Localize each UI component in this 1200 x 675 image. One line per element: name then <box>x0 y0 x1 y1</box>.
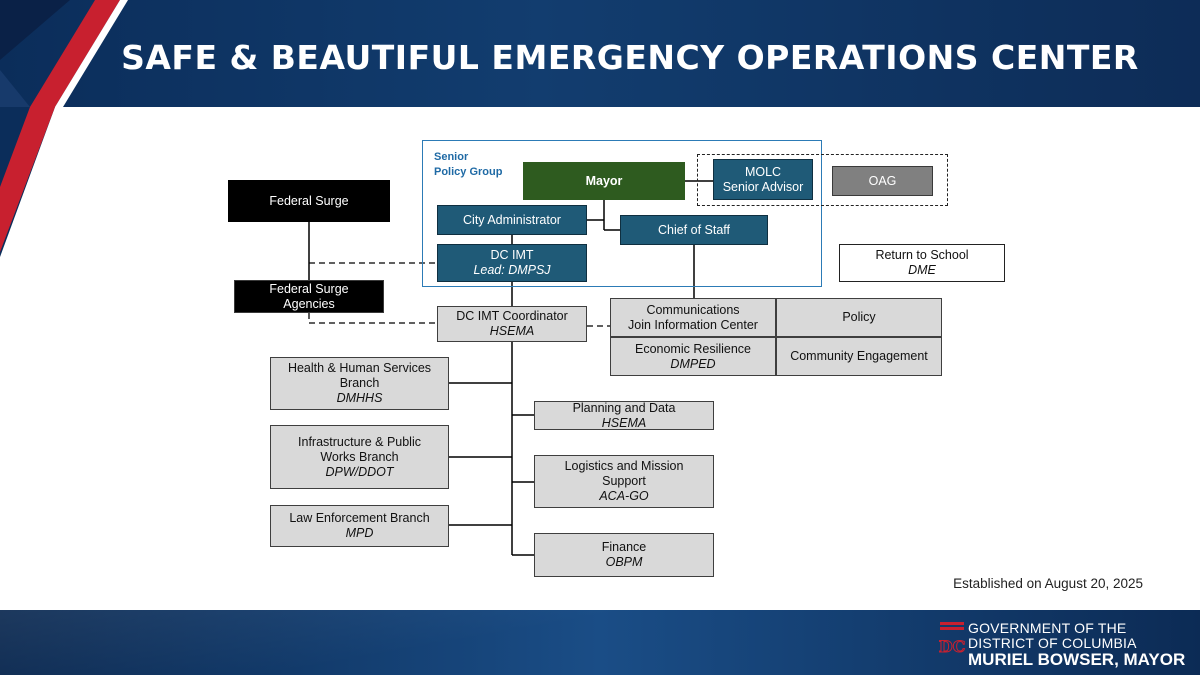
finance-agency: OBPM <box>605 555 643 569</box>
chief-of-staff-box: Chief of Staff <box>620 215 768 245</box>
dc-imt-coordinator-label: DC IMT Coordinator <box>456 309 568 323</box>
dc-flag-icon: DC <box>938 622 966 657</box>
return-to-school-label: Return to School <box>875 248 969 262</box>
senior-policy-group-frame <box>422 140 822 287</box>
economic-resilience-cell: Economic Resilience DMPED <box>610 337 776 376</box>
senior-policy-group-line1: Senior <box>434 151 469 163</box>
dc-imt-lead: Lead: DMPSJ <box>473 263 551 277</box>
planning-label: Planning and Data <box>572 400 676 415</box>
logistics-sublabel: Support <box>602 474 646 488</box>
dc-government-logo: DC GOVERNMENT OF THE DISTRICT OF COLUMBI… <box>938 618 1188 669</box>
law-enforcement-agency: MPD <box>345 526 374 540</box>
oag-box: OAG <box>832 166 933 196</box>
molc-label: MOLC <box>744 164 782 179</box>
footer-sheen <box>0 610 700 675</box>
infrastructure-label: Infrastructure & Public <box>298 434 421 449</box>
planning-data-box: Planning and Data HSEMA <box>534 401 714 430</box>
mayor-label: Mayor <box>585 173 623 188</box>
city-administrator-label: City Administrator <box>463 212 561 227</box>
molc-oag-dashed-frame <box>697 154 948 206</box>
molc-box: MOLC Senior Advisor <box>713 159 813 200</box>
return-to-school-box: Return to School DME <box>839 244 1005 282</box>
oag-label: OAG <box>868 173 897 188</box>
federal-surge-label: Federal Surge <box>269 193 349 208</box>
economic-resilience-agency: DMPED <box>670 356 716 371</box>
mayor-name: MURIEL BOWSER, MAYOR <box>968 650 1186 669</box>
senior-policy-group-line2: Policy Group <box>434 166 503 178</box>
gov-line-1: GOVERNMENT OF THE <box>968 620 1127 636</box>
return-to-school-agency: DME <box>908 263 936 277</box>
finance-box: Finance OBPM <box>534 533 714 577</box>
logistics-agency: ACA-GO <box>599 489 649 503</box>
header-stripes <box>0 0 128 107</box>
infrastructure-agency: DPW/DDOT <box>325 464 394 479</box>
svg-text:DC: DC <box>939 637 966 656</box>
federal-surge-agencies-label: Federal Surge <box>269 281 349 296</box>
dc-imt-label: DC IMT <box>490 248 534 262</box>
logistics-label: Logistics and Mission <box>564 459 684 473</box>
communications-policy-grid: Communications Join Information Center P… <box>610 298 942 376</box>
community-engagement-cell: Community Engagement <box>776 337 942 376</box>
federal-surge-agencies-box: Federal Surge Agencies <box>234 280 384 313</box>
health-label: Health & Human Services <box>287 361 432 375</box>
city-administrator-box: City Administrator <box>437 205 587 235</box>
mayor-box: Mayor <box>523 162 685 200</box>
dc-imt-coordinator-agency: HSEMA <box>489 324 535 338</box>
federal-surge-agencies-sublabel: Agencies <box>283 296 335 311</box>
law-enforcement-label: Law Enforcement Branch <box>289 511 430 525</box>
finance-label: Finance <box>601 540 647 554</box>
health-sublabel: Branch <box>339 376 380 390</box>
left-decor-stripes <box>0 107 55 257</box>
health-agency: DMHHS <box>336 391 383 405</box>
policy-label: Policy <box>842 310 876 324</box>
established-date: Established on August 20, 2025 <box>953 576 1143 591</box>
chief-of-staff-label: Chief of Staff <box>657 222 731 237</box>
policy-cell: Policy <box>776 298 942 337</box>
molc-sublabel: Senior Advisor <box>722 179 804 194</box>
footer-banner <box>0 610 1200 675</box>
communications-label: Communications <box>646 302 740 317</box>
planning-agency: HSEMA <box>601 415 647 430</box>
header-banner: SAFE & BEAUTIFUL EMERGENCY OPERATIONS CE… <box>0 0 1200 107</box>
gov-line-2: DISTRICT OF COLUMBIA <box>968 635 1137 651</box>
dc-imt-coordinator-box: DC IMT Coordinator HSEMA <box>437 306 587 342</box>
community-engagement-label: Community Engagement <box>790 349 928 363</box>
page-title: SAFE & BEAUTIFUL EMERGENCY OPERATIONS CE… <box>121 38 1139 77</box>
communications-cell: Communications Join Information Center <box>610 298 776 337</box>
federal-surge-box: Federal Surge <box>228 180 390 222</box>
logistics-box: Logistics and Mission Support ACA-GO <box>534 455 714 508</box>
dc-imt-box: DC IMT Lead: DMPSJ <box>437 244 587 282</box>
communications-sublabel: Join Information Center <box>628 317 758 332</box>
health-human-services-box: Health & Human Services Branch DMHHS <box>270 357 449 410</box>
senior-policy-group-label: Senior Policy Group <box>434 150 514 180</box>
infrastructure-sublabel: Works Branch <box>320 449 399 464</box>
law-enforcement-box: Law Enforcement Branch MPD <box>270 505 449 547</box>
economic-resilience-label: Economic Resilience <box>634 341 752 356</box>
infrastructure-box: Infrastructure & Public Works Branch DPW… <box>270 425 449 489</box>
